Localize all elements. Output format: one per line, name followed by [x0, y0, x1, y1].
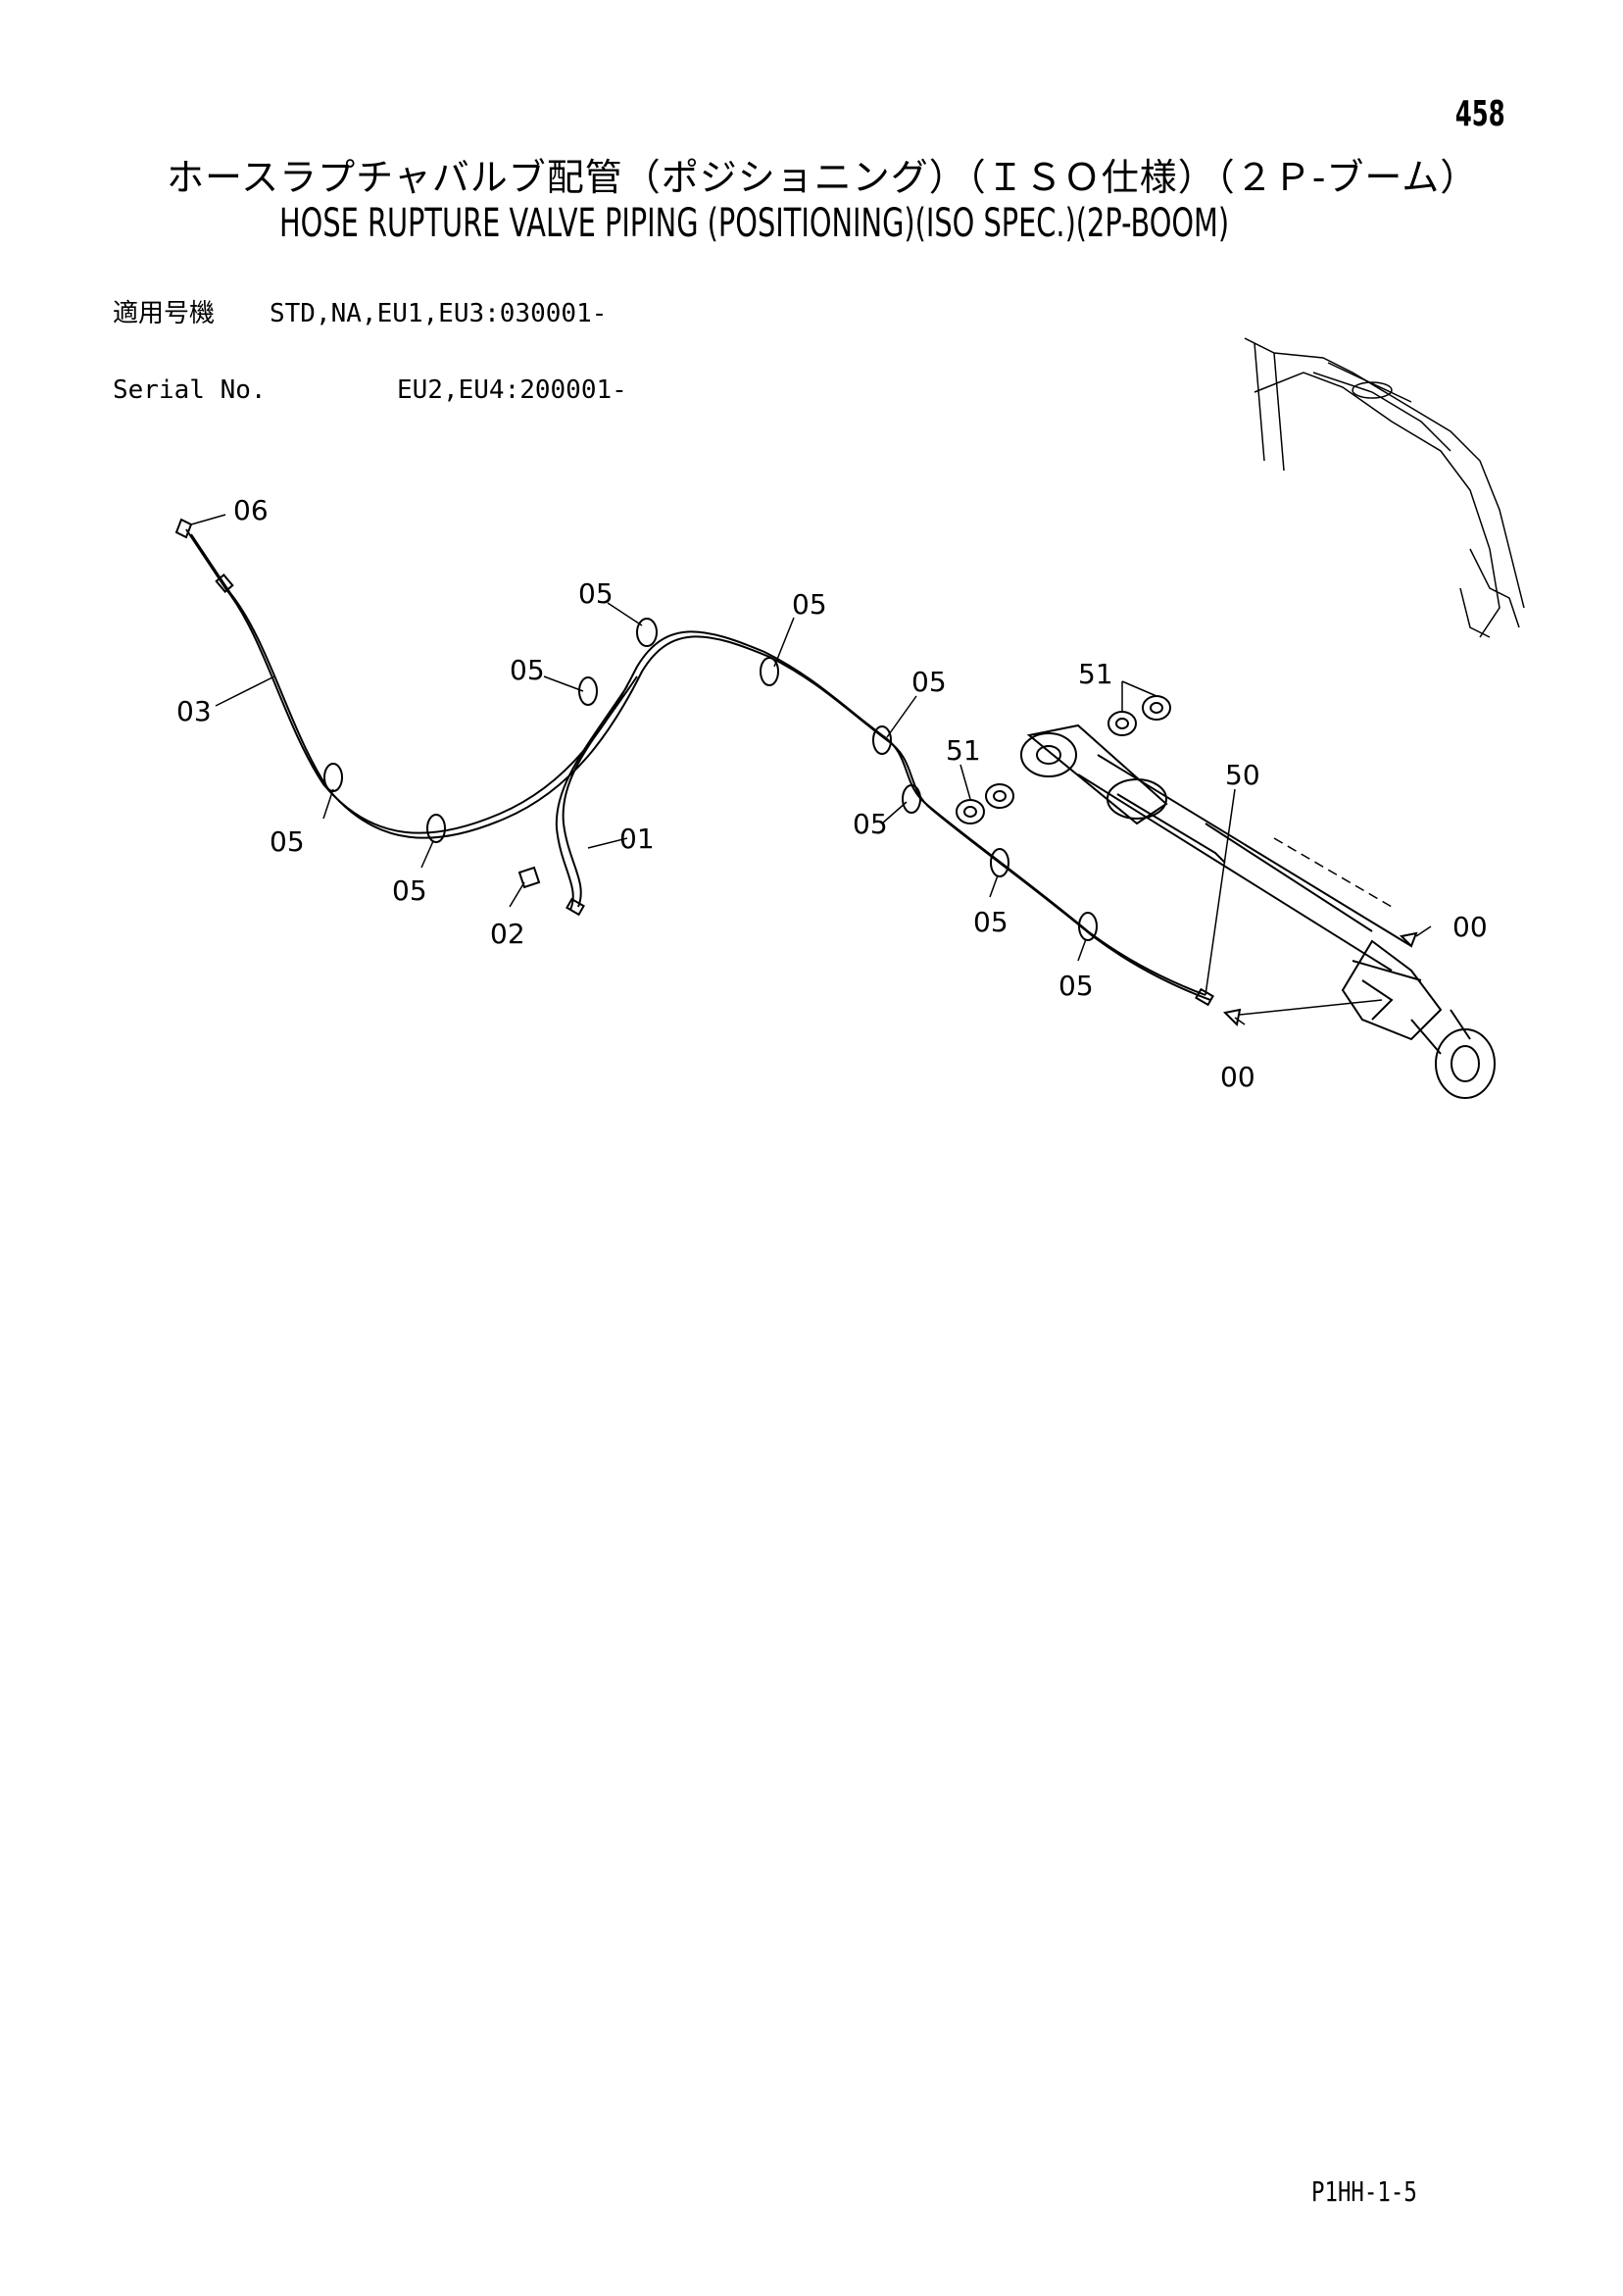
fitting-06 [174, 518, 193, 539]
callout-51-a: 51 [946, 734, 981, 767]
serial-label-jp: 適用号機 [113, 299, 216, 328]
callout-02: 02 [490, 918, 525, 950]
callout-06: 06 [233, 494, 269, 526]
boom-inset-sketch [1244, 337, 1525, 638]
title-japanese: ホースラプチャバルブ配管（ポジショニング）（ＩＳＯ仕様）（２Ｐ-ブーム） [167, 156, 1479, 199]
callout-05-g: 05 [853, 808, 888, 840]
callout-01: 01 [619, 823, 655, 855]
page-code: P1HH-1-5 [1311, 2175, 1417, 2208]
serial-line-1: STD,NA,EU1,EU3:030001- [270, 299, 608, 328]
callout-51-b: 51 [1078, 658, 1113, 690]
callout-05-d: 05 [911, 666, 947, 698]
page-number: 458 [1455, 94, 1505, 134]
bolt-00-a [1399, 931, 1418, 948]
serial-label-en: Serial No. [113, 375, 267, 405]
callout-05-f: 05 [392, 874, 427, 907]
bolt-00-b [1222, 1008, 1242, 1027]
boom-cylinder-50 [1020, 724, 1496, 1099]
clamps [323, 618, 1098, 941]
callout-50: 50 [1225, 759, 1260, 791]
callout-00-a: 00 [1452, 911, 1488, 943]
serial-block: 適用号機 STD,NA,EU1,EU3:030001- Serial No. EU2… [113, 250, 627, 428]
callout-05-e: 05 [270, 825, 305, 858]
callout-05-c: 05 [792, 588, 827, 621]
callout-05-b: 05 [510, 654, 545, 686]
callout-00-b: 00 [1220, 1061, 1255, 1093]
fitting-02 [517, 866, 541, 889]
callout-03: 03 [176, 695, 212, 727]
callout-05-i: 05 [1058, 970, 1094, 1002]
spacers-51 [956, 695, 1171, 824]
hose-01 [562, 675, 638, 908]
callout-05-a: 05 [578, 577, 614, 610]
callout-05-h: 05 [973, 906, 1008, 938]
title-english: HOSE RUPTURE VALVE PIPING (POSITIONING)(… [279, 201, 1230, 246]
serial-line-2: EU2,EU4:200001- [397, 375, 627, 405]
